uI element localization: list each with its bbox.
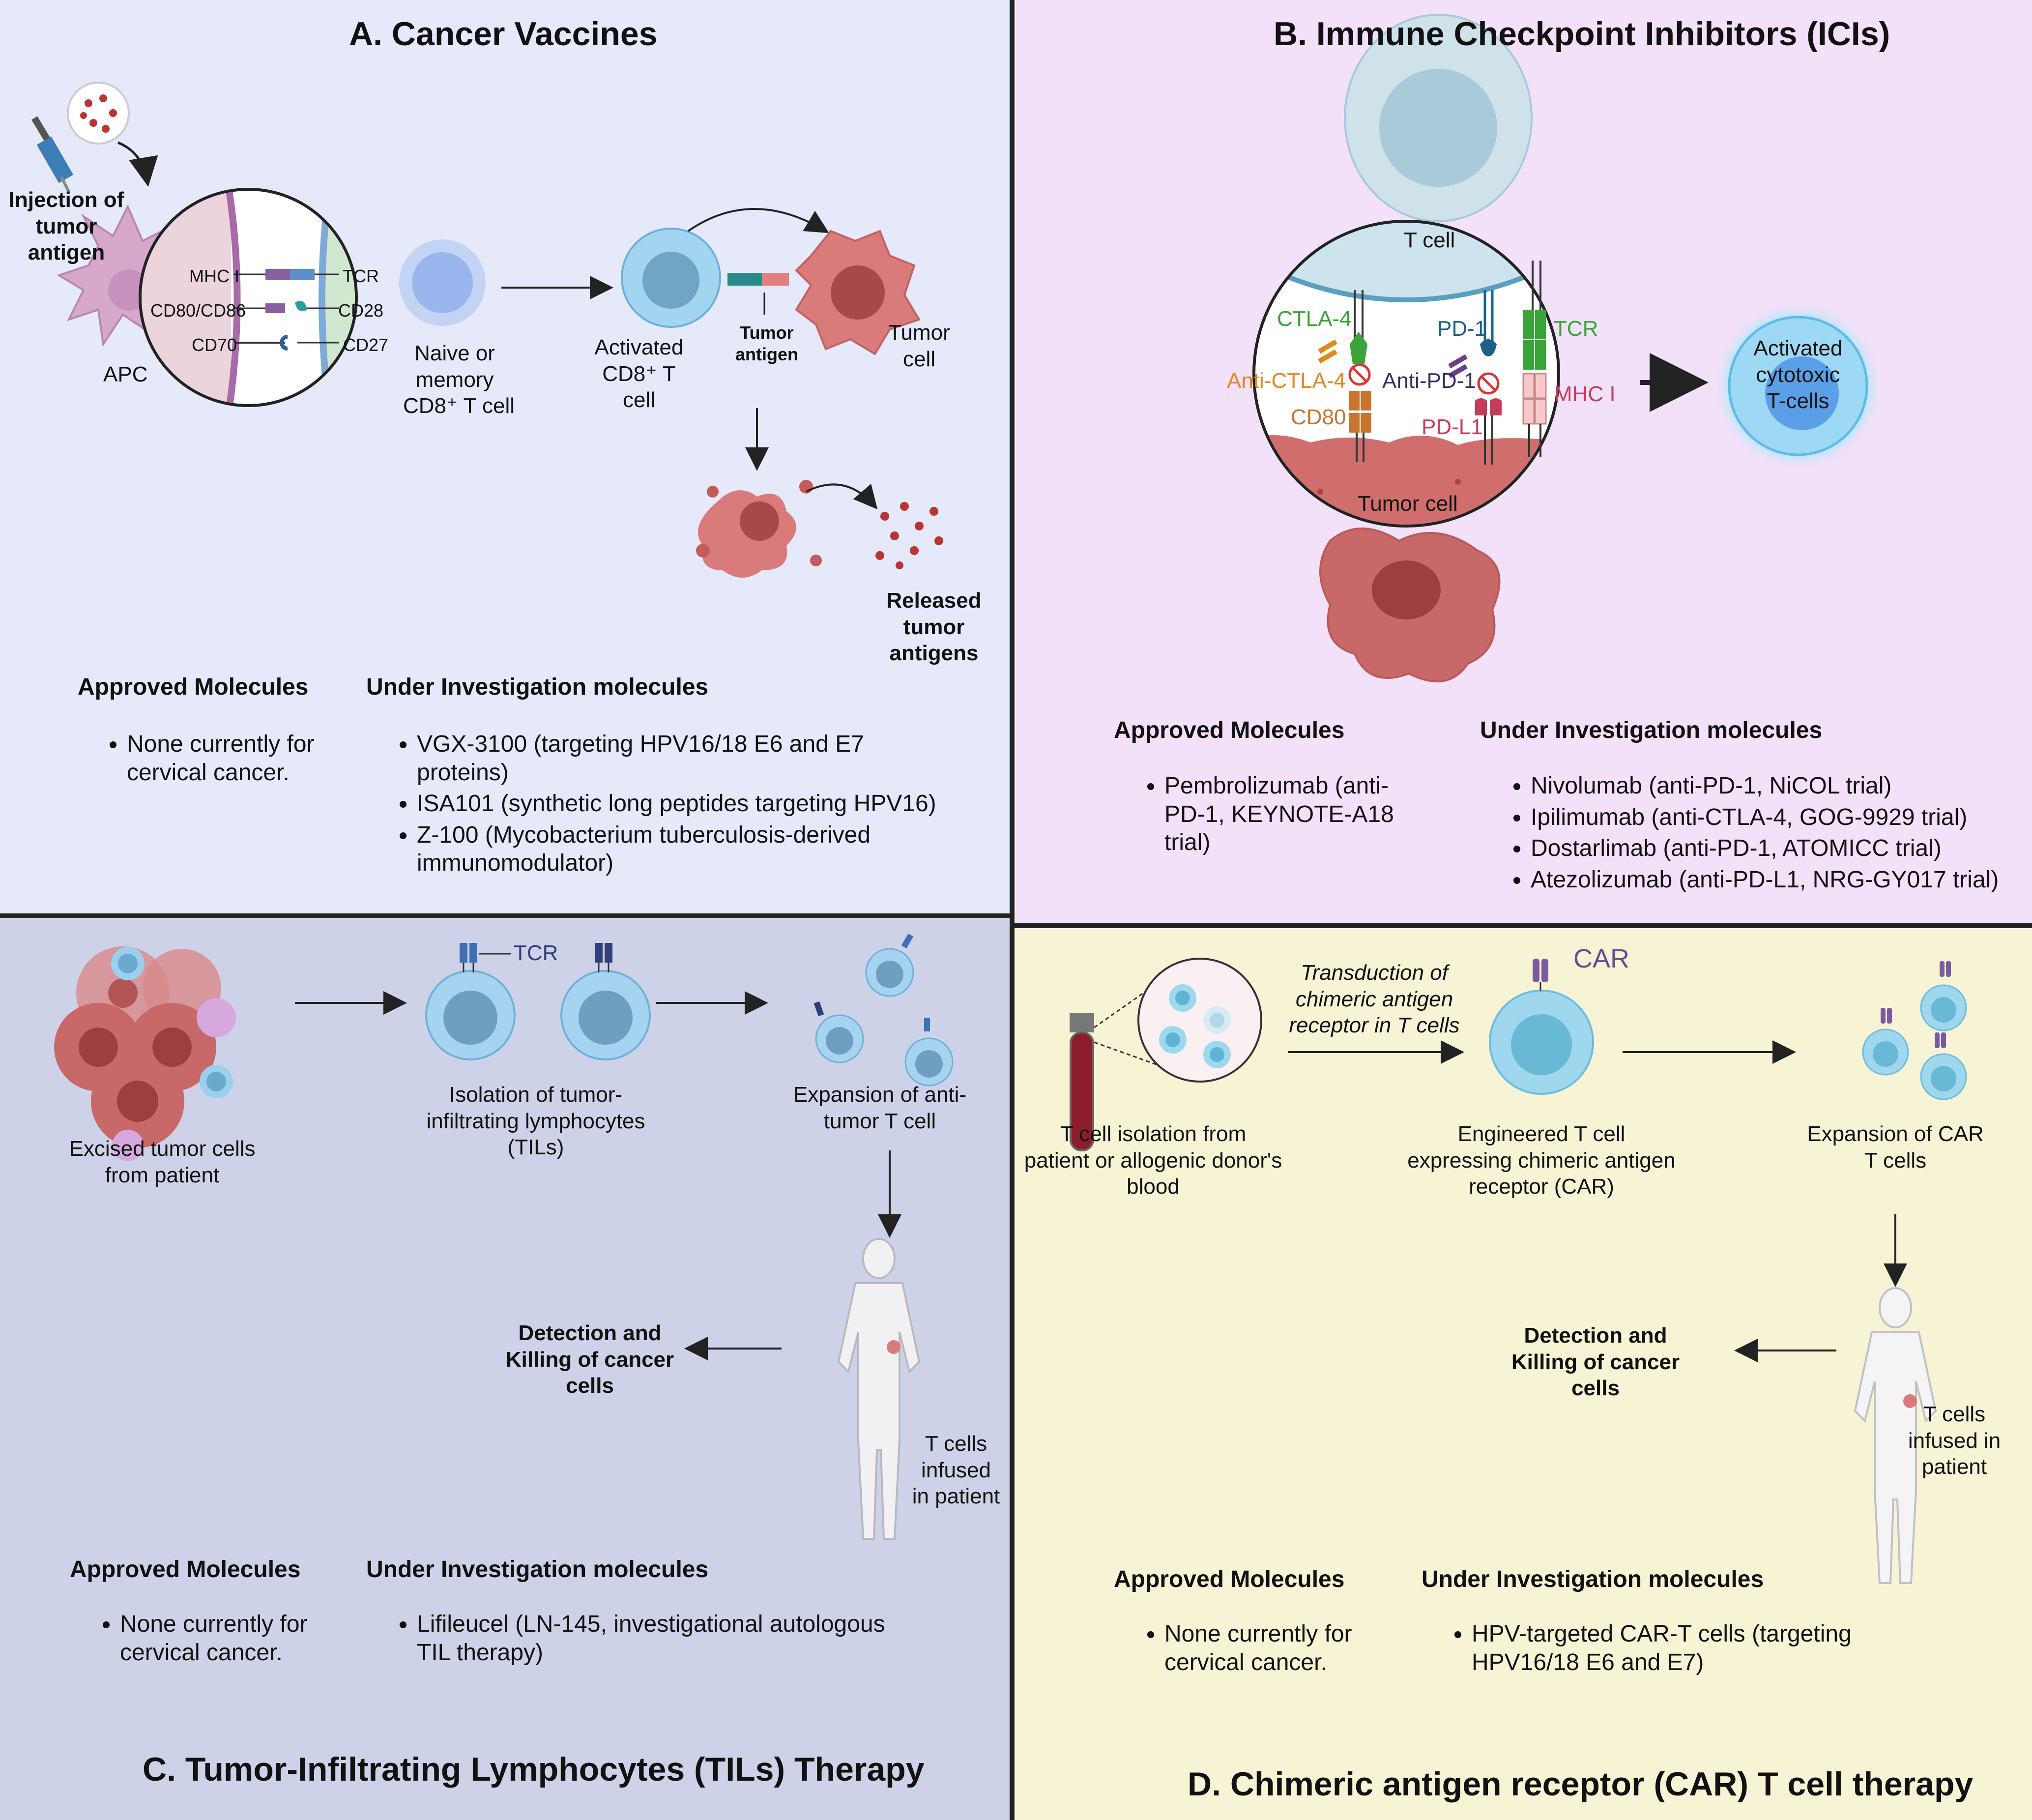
anti-pd1-label: Anti-PD-1 bbox=[1382, 369, 1476, 393]
injection-label: Injection of tumor antigen bbox=[8, 188, 124, 265]
investigation-heading: Under Investigation molecules bbox=[366, 674, 709, 700]
cd80-cd86-label: CD80/CD86 bbox=[150, 300, 246, 321]
cd27-label: CD27 bbox=[343, 335, 389, 355]
cervix-icon bbox=[887, 1340, 900, 1354]
investigation-list: HPV-targeted CAR-T cells (targeting HPV1… bbox=[1443, 1620, 1914, 1679]
mhc-label: MHC I bbox=[1554, 382, 1616, 406]
tumor-cell-label: Tumor cell bbox=[1358, 492, 1458, 516]
expansion-label: Expansion of anti-tumor T cell bbox=[793, 1083, 967, 1133]
ctla4-label: CTLA-4 bbox=[1277, 307, 1352, 331]
excised-tumor-cluster bbox=[54, 946, 236, 1161]
panel-cancer-vaccines: A. Cancer Vaccines Injection of tumor an… bbox=[0, 0, 1012, 914]
isolation-label: Isolation of tumor-infiltrating lymphocy… bbox=[426, 1083, 645, 1160]
tcr-label: TCR bbox=[514, 941, 558, 965]
panel-d-title: D. Chimeric antigen receptor (CAR) T cel… bbox=[1188, 1765, 1974, 1803]
list-item: Lifileucel (LN-145, investigational auto… bbox=[417, 1610, 908, 1667]
tcr-label: TCR bbox=[1554, 317, 1598, 341]
panel-a-title: A. Cancer Vaccines bbox=[349, 15, 658, 53]
investigation-list: Nivolumab (anti-PD-1, NiCOL trial) Ipili… bbox=[1502, 772, 2032, 897]
cd70-label: CD70 bbox=[192, 335, 237, 355]
investigation-heading: Under Investigation molecules bbox=[1480, 717, 1823, 743]
investigation-list: VGX-3100 (targeting HPV16/18 E6 and E7 p… bbox=[388, 730, 938, 881]
list-item: None currently for cervical cancer. bbox=[120, 1610, 376, 1667]
approved-list: None currently for cervical cancer. bbox=[1136, 1620, 1420, 1679]
lysed-tumor-cell bbox=[696, 480, 822, 578]
list-item: Ipilimumab (anti-CTLA-4, GOG-9929 trial) bbox=[1531, 803, 2032, 832]
list-item: Atezolizumab (anti-PD-L1, NRG-GY017 tria… bbox=[1531, 866, 2032, 894]
anti-ctla4-label: Anti-CTLA-4 bbox=[1227, 369, 1346, 393]
pdl1-label: PD-L1 bbox=[1422, 415, 1483, 439]
vertical-divider bbox=[1010, 0, 1015, 1820]
investigation-heading: Under Investigation molecules bbox=[1422, 1566, 1764, 1592]
antigen-bubble bbox=[67, 82, 130, 145]
approved-list: None currently for cervical cancer. bbox=[91, 1610, 376, 1670]
list-item: Dostarlimab (anti-PD-1, ATOMICC trial) bbox=[1531, 834, 2032, 863]
cells-zoom-circle bbox=[1137, 958, 1262, 1083]
car-t-illustration bbox=[1070, 958, 1967, 1584]
approved-heading: Approved Molecules bbox=[1114, 717, 1345, 743]
approved-list: None currently for cervical cancer. bbox=[98, 730, 382, 790]
cd80-label: CD80 bbox=[1291, 405, 1346, 429]
cd28-label: CD28 bbox=[338, 300, 384, 321]
pd1-label: PD-1 bbox=[1437, 317, 1487, 341]
panel-immune-checkpoint-inhibitors: B. Immune Checkpoint Inhibitors (ICIs) T… bbox=[1016, 0, 2032, 924]
cancer-vaccine-illustration bbox=[31, 82, 943, 578]
cervix-icon bbox=[1903, 1394, 1917, 1408]
horizontal-divider-right bbox=[1013, 923, 2032, 928]
investigation-heading: Under Investigation molecules bbox=[366, 1556, 709, 1583]
released-antigen-dots bbox=[875, 502, 943, 569]
blood-tube-icon bbox=[1070, 1013, 1094, 1151]
list-item: VGX-3100 (targeting HPV16/18 E6 and E7 p… bbox=[417, 730, 938, 787]
til-illustration bbox=[54, 933, 954, 1540]
list-item: None currently for cervical cancer. bbox=[1164, 1620, 1420, 1676]
checkpoint-illustration bbox=[1252, 14, 1884, 682]
list-item: Pembrolizumab (anti-PD-1, KEYNOTE-A18 tr… bbox=[1164, 772, 1420, 857]
investigation-list: Lifileucel (LN-145, investigational auto… bbox=[388, 1610, 908, 1670]
apc-label: APC bbox=[103, 362, 148, 386]
car-label: CAR bbox=[1573, 944, 1630, 973]
approved-heading: Approved Molecules bbox=[78, 674, 309, 700]
list-item: ISA101 (synthetic long peptides targetin… bbox=[417, 790, 938, 818]
patient-body-icon bbox=[1854, 1287, 1937, 1584]
list-item: HPV-targeted CAR-T cells (targeting HPV1… bbox=[1472, 1620, 1914, 1676]
list-item: Nivolumab (anti-PD-1, NiCOL trial) bbox=[1531, 772, 2032, 800]
list-item: None currently for cervical cancer. bbox=[127, 730, 382, 787]
panel-b-title: B. Immune Checkpoint Inhibitors (ICIs) bbox=[1274, 15, 1890, 53]
syringe-icon bbox=[31, 116, 74, 193]
tcr-label: TCR bbox=[343, 266, 379, 286]
approved-heading: Approved Molecules bbox=[70, 1556, 301, 1583]
list-item: Z-100 (Mycobacterium tuberculosis-derive… bbox=[417, 821, 938, 878]
panel-c-title: C. Tumor-Infiltrating Lymphocytes (TILs)… bbox=[143, 1751, 925, 1788]
mhc-label: MHC I bbox=[189, 266, 239, 286]
approved-list: Pembrolizumab (anti-PD-1, KEYNOTE-A18 tr… bbox=[1136, 772, 1420, 860]
horizontal-divider-left bbox=[0, 913, 1013, 918]
t-cell-label: T cell bbox=[1404, 228, 1455, 252]
approved-heading: Approved Molecules bbox=[1114, 1566, 1345, 1592]
